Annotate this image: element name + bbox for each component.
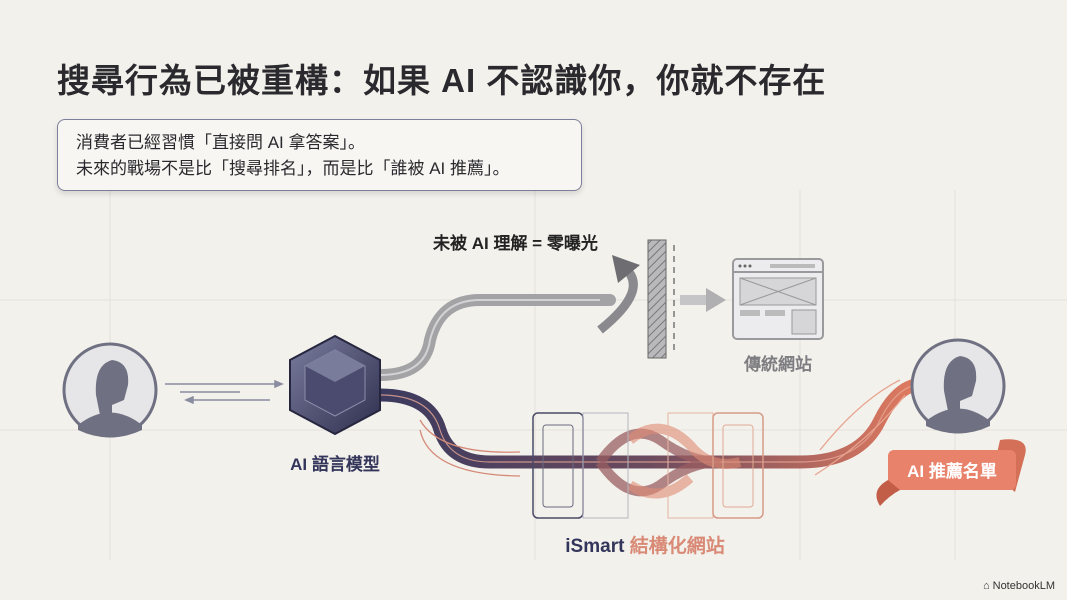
callout-line-1: 消費者已經習慣「直接問 AI 拿答案」。 — [76, 133, 366, 152]
ismart-label-prefix: iSmart — [565, 536, 625, 557]
ismart-structure-icon — [532, 412, 764, 519]
ismart-label-suffix: 結構化網站 — [630, 534, 725, 557]
llm-label: AI 語言模型 — [290, 454, 380, 474]
ismart-label: iSmart 結構化網站 — [565, 534, 724, 557]
notebooklm-watermark: ⌂ NotebookLM — [983, 580, 1055, 592]
user-avatar-right — [910, 338, 1006, 434]
wall-barrier — [647, 239, 667, 359]
ai-model-cube-icon — [289, 334, 381, 436]
callout-line-2: 未來的戰場不是比「搜尋排名」，而是比「誰被 AI 推薦」。 — [76, 159, 510, 178]
recommend-label: AI 推薦名單 — [907, 461, 997, 481]
blocked-path — [374, 294, 616, 381]
recommend-ribbon — [876, 439, 1026, 506]
blocked-label: 未被 AI 理解 = 零曝光 — [432, 233, 598, 253]
traditional-site-label: 傳統網站 — [743, 354, 812, 374]
callout-box: 消費者已經習慣「直接問 AI 拿答案」。 未來的戰場不是比「搜尋排名」，而是比「… — [57, 119, 582, 191]
brand-label: NotebookLM — [992, 580, 1055, 592]
notebooklm-logo-icon: ⌂ — [982, 580, 990, 592]
page-title: 搜尋行為已被重構：如果 AI 不認識你，你就不存在 — [57, 62, 827, 99]
recommended-path — [379, 378, 918, 469]
input-arrows — [165, 379, 284, 405]
user-avatar-left — [62, 342, 158, 438]
traditional-website-icon — [732, 258, 824, 340]
